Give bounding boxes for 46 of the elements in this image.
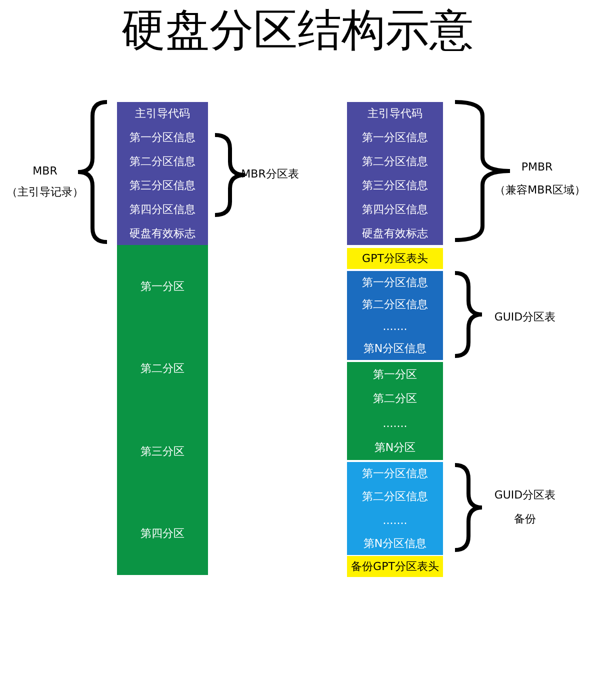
partition-block [347, 248, 443, 269]
entry-label: 第一分区信息 [362, 131, 428, 144]
partition-block [117, 102, 208, 245]
entry-label: 第N分区信息 [363, 342, 427, 356]
brace-label: MBR [32, 164, 58, 178]
entry-label: 第N分区信息 [363, 536, 427, 550]
partition-block [347, 556, 443, 577]
entry-label: 主引导代码 [368, 107, 422, 120]
brace-label: PMBR [521, 160, 553, 174]
entry-label: 第二分区信息 [362, 490, 428, 504]
entry-label: 备份GPT分区表头 [351, 560, 439, 573]
partition-block [347, 271, 443, 360]
entry-label: 第四分区信息 [130, 202, 196, 216]
entry-label: 第二分区 [140, 362, 184, 376]
entry-label: 第一分区 [373, 368, 417, 381]
entry-label: 第二分区信息 [130, 155, 196, 168]
entry-label: 第一分区信息 [130, 131, 196, 144]
brace-label: 备份 [514, 512, 536, 526]
entry-label: 第四分区信息 [362, 202, 428, 216]
entry-label: 第二分区 [373, 392, 417, 406]
entry-label: 硬盘有效标志 [130, 226, 196, 240]
entry-label: 硬盘有效标志 [362, 226, 428, 240]
partition-block [347, 102, 443, 245]
entry-label: GPT分区表头 [362, 252, 428, 265]
entry-label: 第三分区 [140, 444, 184, 458]
brace-label: GUID分区表 [494, 488, 556, 502]
entry-label: 第N分区 [374, 441, 416, 454]
entry-label: 第三分区信息 [130, 178, 196, 192]
entry-label: 第二分区信息 [362, 298, 428, 311]
brace-label: （主引导记录） [6, 186, 84, 198]
entry-label: 第一分区信息 [362, 467, 428, 480]
partition-block [347, 362, 443, 460]
brace-label: （兼容MBR区域） [494, 184, 586, 196]
entry-label: 第一分区信息 [362, 276, 428, 289]
entry-label: ....... [382, 416, 408, 430]
entry-label: 第二分区信息 [362, 155, 428, 168]
entry-label: 第三分区信息 [362, 178, 428, 192]
partition-block [117, 245, 208, 575]
title: 硬盘分区结构示意 [120, 4, 474, 58]
entry-label: ....... [382, 514, 408, 527]
entry-label: ....... [382, 320, 408, 334]
partition-block [347, 462, 443, 555]
entry-label: 主引导代码 [135, 107, 190, 120]
brace-label: GUID分区表 [494, 310, 556, 324]
entry-label: 第一分区 [140, 280, 184, 293]
entry-label: 第四分区 [140, 527, 184, 540]
